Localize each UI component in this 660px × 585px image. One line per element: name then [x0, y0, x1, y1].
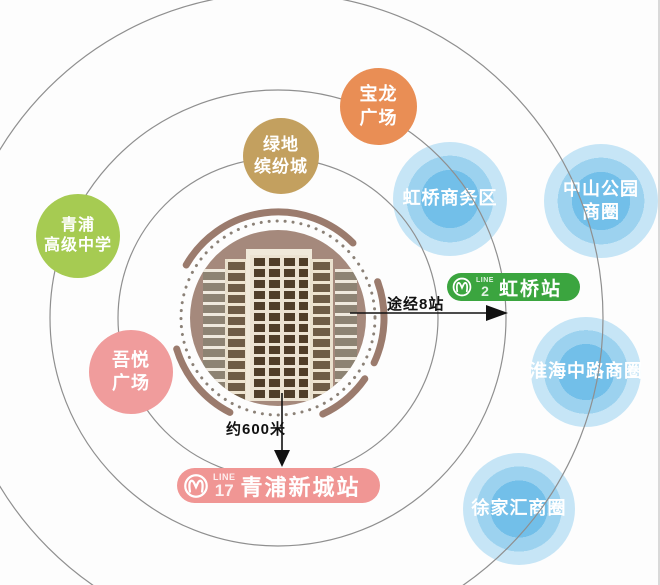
bubble-wuyue-plaza: 吾悦 广场	[89, 330, 173, 414]
bubble-label: 商圈	[582, 202, 620, 222]
shanghai-metro-logo-icon	[184, 473, 208, 498]
arrow-right-icon	[486, 305, 508, 321]
bubble-greenland-city: 绿地 缤纷城	[243, 118, 319, 194]
building-illustration	[246, 249, 312, 401]
metro-line17-station-pill: LINE 17 青浦新城站	[177, 468, 380, 503]
building-tower	[310, 259, 333, 401]
bubble-hongqiao-business: 虹桥商务区	[393, 142, 507, 256]
arrow-down-icon	[274, 450, 290, 467]
bubble-label: 广场	[359, 107, 398, 128]
shanghai-metro-logo-icon	[452, 277, 472, 297]
metro-line2-station-pill: LINE 2 虹桥站	[447, 273, 580, 301]
building-tower	[335, 269, 357, 401]
bubble-xujiahui: 徐家汇商圈	[463, 453, 575, 565]
bubble-baolong-plaza: 宝龙 广场	[340, 68, 417, 145]
distance-annotation: 约600米	[226, 421, 287, 438]
bubble-label: 徐家汇商圈	[471, 498, 567, 519]
building-tower	[203, 269, 225, 401]
line-number: 2	[481, 282, 489, 299]
bubble-huaihai-road: 淮海中路商圈	[529, 317, 643, 427]
bubble-label: 虹桥商务区	[402, 188, 498, 209]
bubble-label: 宝龙	[359, 84, 398, 105]
metro-line-number: LINE 2	[476, 277, 494, 298]
bubble-label: 高级中学	[43, 237, 112, 254]
building-tower	[225, 259, 248, 401]
line-number: 17	[214, 480, 234, 500]
station-name: 虹桥站	[498, 278, 562, 300]
bubble-label: 缤纷城	[254, 157, 308, 176]
arc-segment	[370, 278, 388, 367]
project-site-circle	[190, 230, 366, 406]
bubble-label: 广场	[112, 373, 150, 393]
route-annotation: 途经8站	[387, 296, 445, 313]
bubble-label: 青浦	[60, 216, 95, 234]
bubble-qingpu-high-school: 青浦 高级中学	[36, 194, 120, 278]
bubble-label: 淮海中路商圈	[529, 361, 643, 382]
bubble-label: 绿地	[263, 135, 299, 155]
bubble-label: 中山公园	[563, 178, 639, 199]
station-name: 青浦新城站	[240, 474, 361, 500]
bubble-zhongshan-park: 中山公园 商圈	[544, 144, 658, 258]
metro-line-number: LINE 17	[213, 472, 236, 500]
bubble-label: 吾悦	[112, 349, 150, 370]
